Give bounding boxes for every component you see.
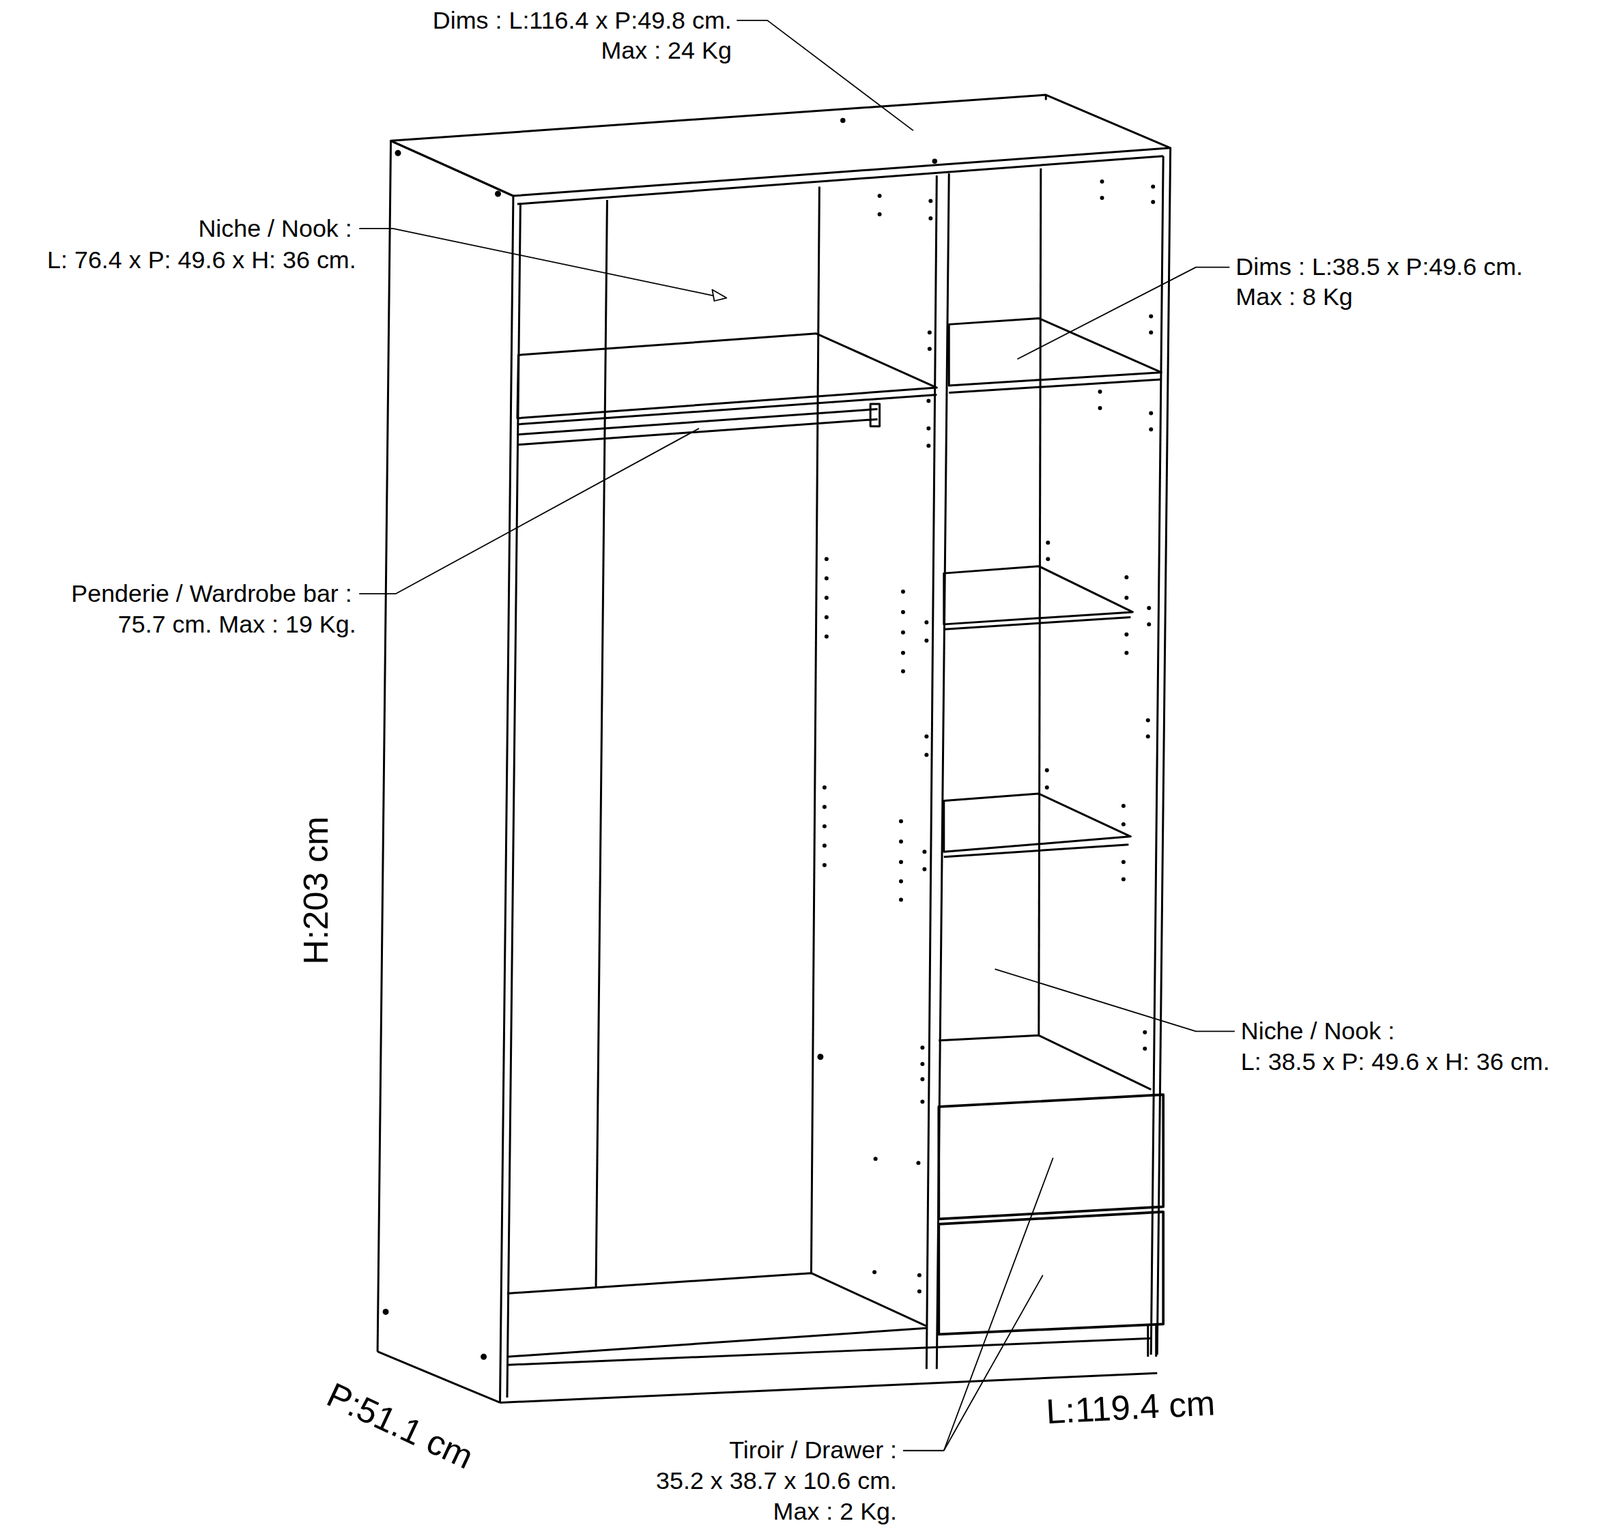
callout-label: 35.2 x 38.7 x 10.6 cm. bbox=[655, 1468, 897, 1495]
dimension-label: L:119.4 cm bbox=[1045, 1384, 1216, 1433]
callout-label: Max : 8 Kg bbox=[1235, 283, 1353, 310]
callout-label: Tiroir / Drawer : bbox=[729, 1437, 897, 1465]
dimension-label: H:203 cm bbox=[296, 816, 336, 966]
callout-label: 75.7 cm. Max : 19 Kg. bbox=[118, 610, 357, 638]
callout-label: L: 38.5 x P: 49.6 x H: 36 cm. bbox=[1240, 1048, 1551, 1076]
callout-label: Penderie / Wardrobe bar : bbox=[70, 580, 352, 607]
callout-label: Niche / Nook : bbox=[1240, 1018, 1395, 1046]
callout-label: Dims : L:116.4 x P:49.8 cm. bbox=[432, 6, 732, 34]
callout-label: Max : 24 Kg bbox=[600, 37, 732, 65]
dimension-label: P:51.1 cm bbox=[320, 1376, 479, 1477]
callout-label: Dims : L:38.5 x P:49.6 cm. bbox=[1235, 253, 1523, 281]
callout-label: Max : 2 Kg. bbox=[773, 1498, 897, 1526]
callout-label: Niche / Nook : bbox=[197, 215, 352, 242]
callout-label: L: 76.4 x P: 49.6 x H: 36 cm. bbox=[47, 246, 357, 274]
